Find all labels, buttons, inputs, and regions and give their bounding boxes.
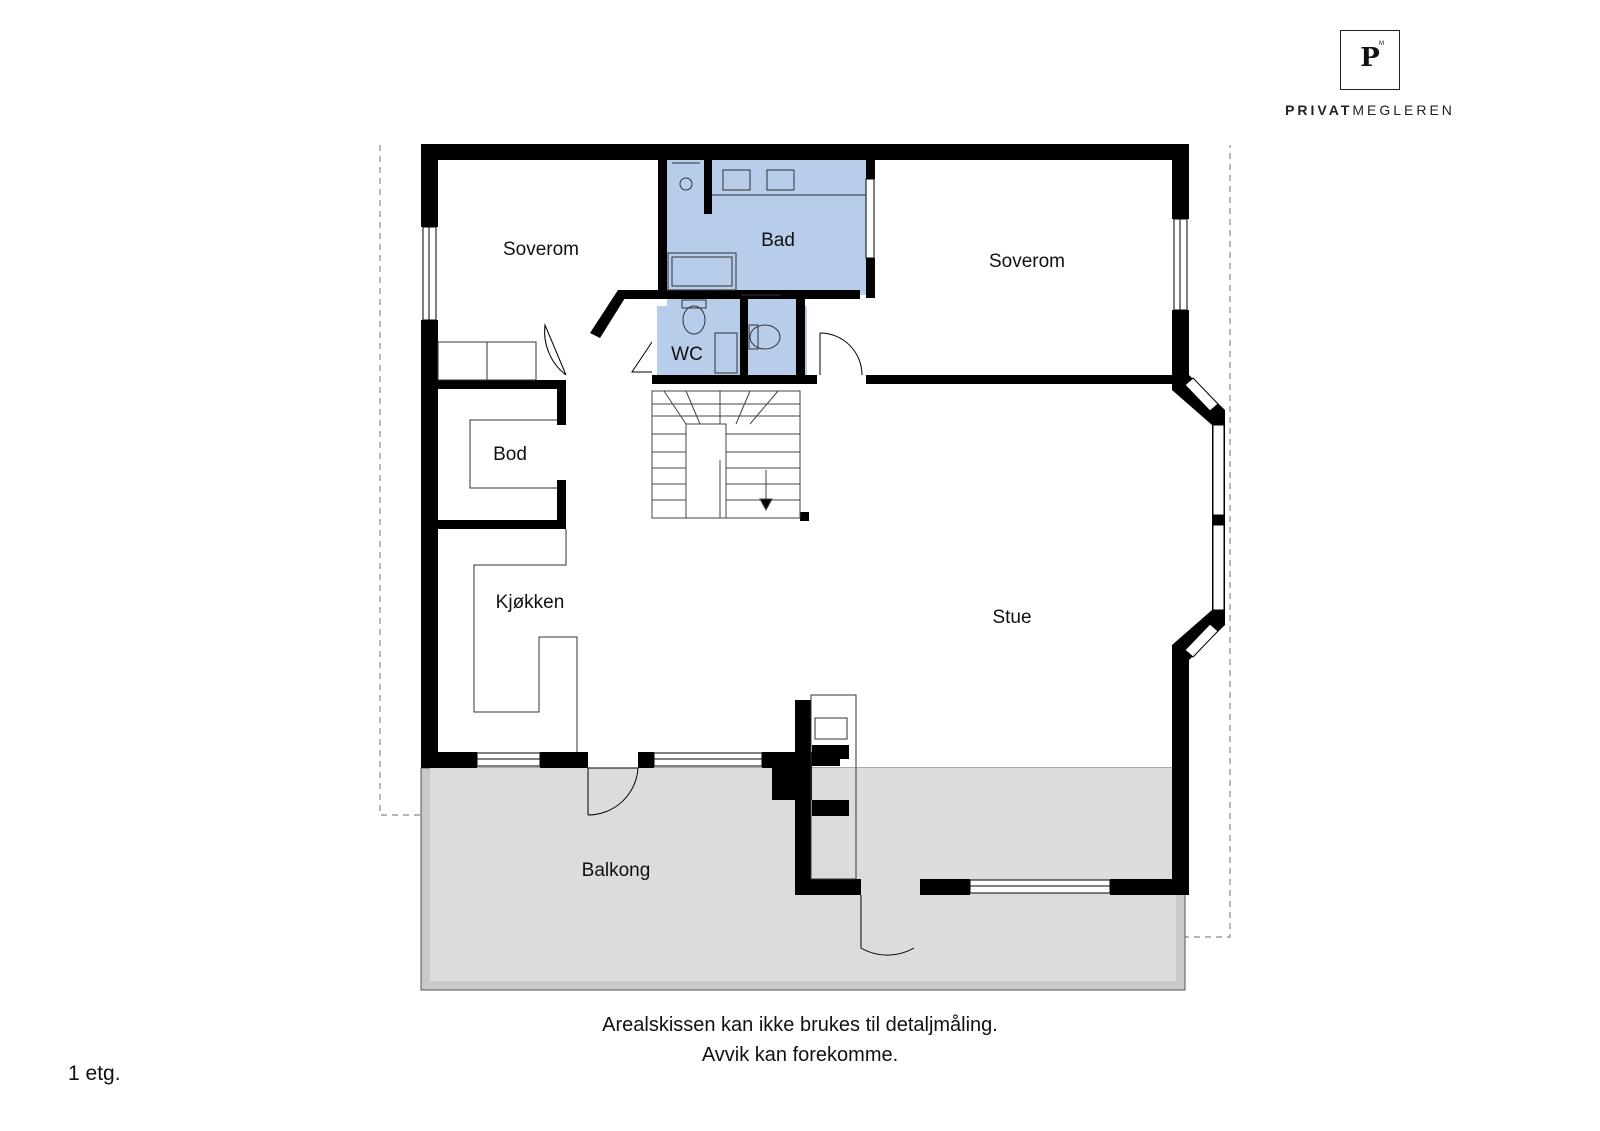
- disclaimer-line-2: Avvik kan forekomme.: [701, 1044, 899, 1066]
- floor-label: 1 etg.: [68, 1062, 121, 1085]
- room-label-stue: Stue: [992, 607, 1031, 628]
- windows: [422, 178, 1188, 894]
- disclaimer: Arealskissen kan ikke brukes til detaljm…: [540, 1010, 1060, 1070]
- staircase: [651, 390, 801, 519]
- room-label-kjokken: Kjøkken: [496, 592, 565, 613]
- fixtures: [437, 162, 866, 880]
- wet-rooms: [657, 159, 871, 381]
- disclaimer-line-1: Arealskissen kan ikke brukes til detaljm…: [602, 1014, 998, 1036]
- logo-word-bold: PRIVAT: [1285, 102, 1353, 118]
- bay-window: [1172, 375, 1225, 660]
- logo-letter: P: [1360, 43, 1380, 73]
- room-label-wc: WC: [671, 344, 703, 365]
- walls: [421, 144, 1189, 895]
- doors: [544, 323, 915, 956]
- logo-wordmark: PRIVATMEGLEREN: [1270, 102, 1470, 118]
- room-label-soverom-right: Soverom: [989, 251, 1065, 272]
- brand-logo: P M PRIVATMEGLEREN: [1270, 30, 1470, 118]
- room-label-soverom-left: Soverom: [503, 239, 579, 260]
- logo-word-regular: MEGLEREN: [1352, 102, 1455, 118]
- logo-mark: P M: [1340, 30, 1400, 90]
- room-label-bad: Bad: [761, 230, 795, 251]
- room-label-balkong: Balkong: [582, 860, 651, 881]
- logo-tm: M: [1379, 41, 1384, 47]
- room-label-bod: Bod: [493, 444, 527, 465]
